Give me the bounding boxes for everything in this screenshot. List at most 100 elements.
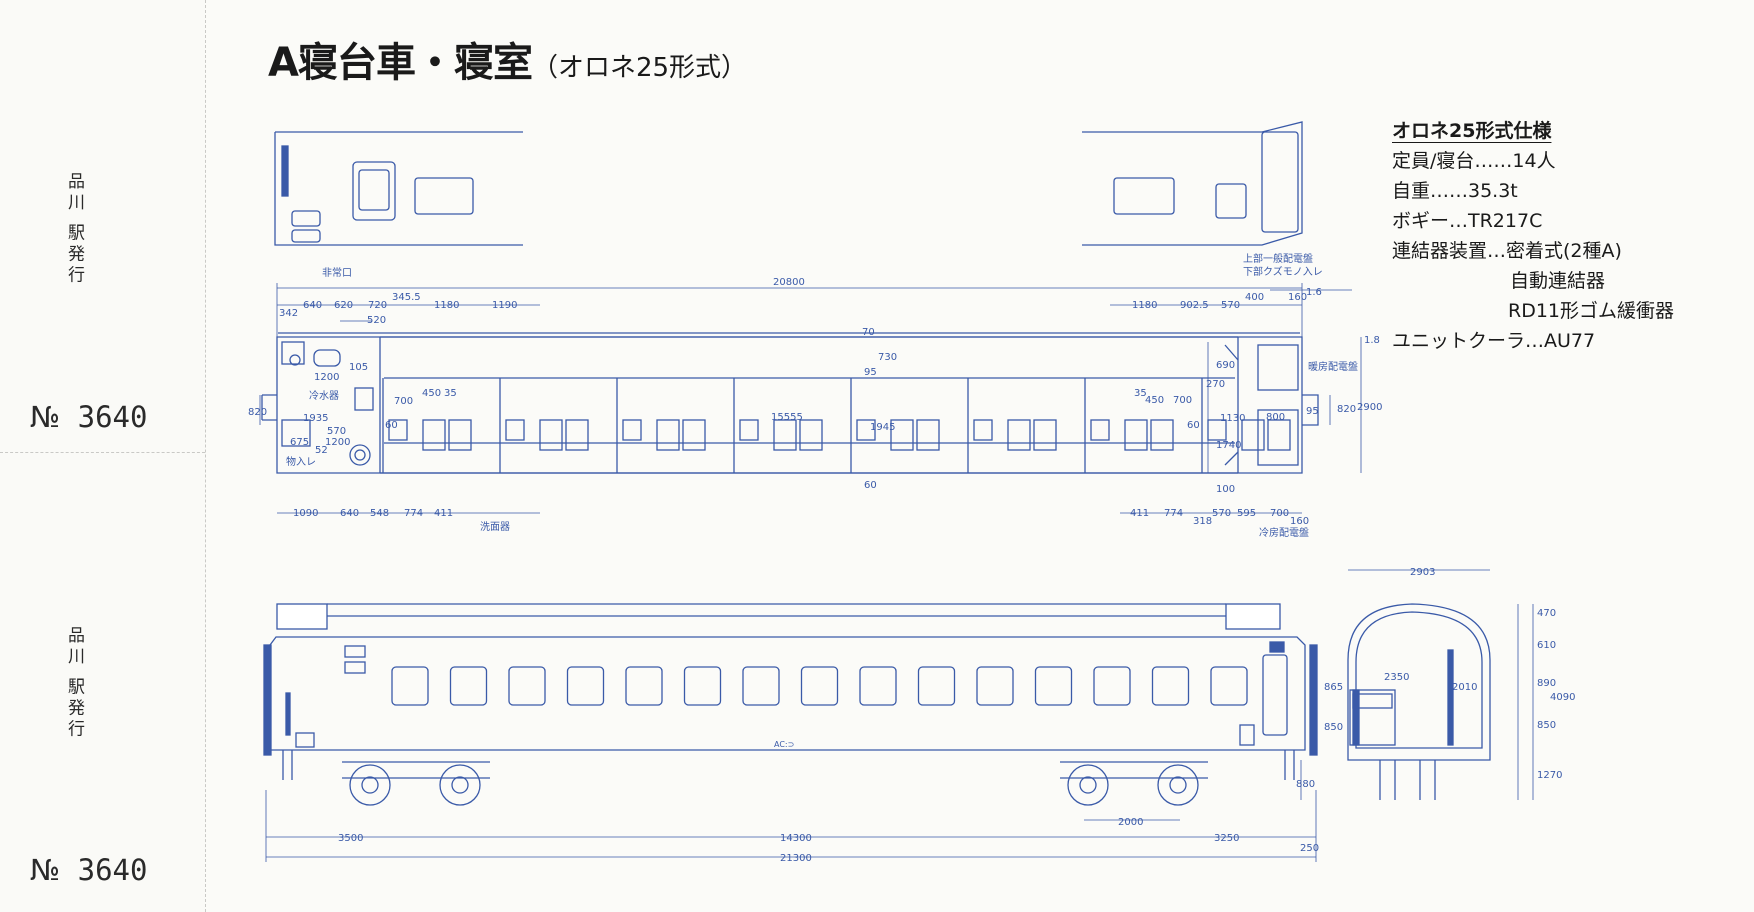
dim-label: 342 bbox=[279, 308, 298, 319]
room-table bbox=[856, 419, 876, 441]
bogie-wheel bbox=[1157, 764, 1199, 806]
window bbox=[742, 666, 780, 706]
dim-label: 318 bbox=[1193, 516, 1212, 527]
dim-overall: 20800 bbox=[773, 277, 805, 288]
dim-label: 60 bbox=[1187, 420, 1200, 431]
window bbox=[1210, 666, 1248, 706]
dim-label: 345.5 bbox=[392, 292, 421, 303]
serial-value: 3640 bbox=[77, 400, 148, 434]
dim-label: 3500 bbox=[338, 833, 363, 844]
dim-label: 548 bbox=[370, 508, 389, 519]
title-sub: （オロネ25形式） bbox=[531, 53, 748, 83]
serial-prefix: № bbox=[30, 400, 61, 434]
dim-label: 95 bbox=[1306, 406, 1319, 417]
spec-coupler-3: RD11形ゴム緩衝器 bbox=[1508, 300, 1675, 322]
room-seat bbox=[422, 419, 446, 451]
dim-label: 820 bbox=[248, 407, 267, 418]
window bbox=[859, 666, 897, 706]
dim-label: 2903 bbox=[1410, 567, 1435, 578]
dim-label: 270 bbox=[1206, 379, 1225, 390]
title-main: A寝台車・寝室 bbox=[268, 40, 533, 86]
bogie-hub bbox=[361, 776, 379, 794]
room-seat bbox=[773, 419, 797, 451]
room-table bbox=[1090, 419, 1110, 441]
side-elevation bbox=[263, 603, 1318, 806]
spec-bogie: ボギー…TR217C bbox=[1392, 210, 1543, 232]
room-seat bbox=[1124, 419, 1148, 451]
dim-label: 690 bbox=[1216, 360, 1235, 371]
label-heater-panel: 暖房配電盤 bbox=[1308, 360, 1358, 373]
room-seat bbox=[539, 419, 563, 451]
dim-label: 160 bbox=[1288, 292, 1307, 303]
dim-label: 411 bbox=[1130, 508, 1149, 519]
dim-label: 570 bbox=[1221, 300, 1240, 311]
label-water-cooler: 冷水器 bbox=[309, 389, 339, 402]
dim-label: 610 bbox=[1537, 640, 1556, 651]
spec-coupler-2: 自動連結器 bbox=[1510, 270, 1606, 292]
dim-label: 800 bbox=[1266, 412, 1285, 423]
dim-label: 70 bbox=[862, 327, 875, 338]
room-seat bbox=[916, 419, 940, 451]
dim-label: 850 bbox=[1537, 720, 1556, 731]
room-seat bbox=[565, 419, 589, 451]
dim-label: 21300 bbox=[780, 853, 812, 864]
window bbox=[976, 666, 1014, 706]
dim-label: 35 bbox=[1134, 388, 1147, 399]
room-table bbox=[739, 419, 759, 441]
spec-capacity: 定員/寝台……14人 bbox=[1392, 150, 1556, 172]
room-seat bbox=[1150, 419, 1174, 451]
label-washbasin: 洗面器 bbox=[480, 521, 510, 533]
room-table bbox=[505, 419, 525, 441]
dim-label: 2010 bbox=[1452, 682, 1477, 693]
dim-label: 52 bbox=[315, 445, 328, 456]
window bbox=[1151, 666, 1190, 706]
label-storage: 物入レ bbox=[286, 455, 316, 468]
serial-number-top: № 3640 bbox=[30, 400, 147, 434]
room-seat bbox=[890, 419, 914, 451]
spec-weight: 自重……35.3t bbox=[1392, 180, 1518, 202]
room-seat bbox=[1241, 419, 1265, 451]
end-elevation bbox=[1347, 569, 1534, 800]
dim-label: 411 bbox=[434, 508, 453, 519]
label-emergency-exit: 非常口 bbox=[322, 266, 352, 279]
dim-inner-length: 15555 bbox=[771, 412, 803, 423]
station-issue-top: 品川 駅発行 bbox=[64, 172, 84, 287]
dim-label: 1270 bbox=[1537, 770, 1562, 781]
label-lower-trash: 下部クズモノ入レ bbox=[1243, 265, 1323, 278]
room-seat bbox=[1267, 419, 1291, 451]
dim-label: 100 bbox=[1216, 484, 1235, 495]
serial-value: 3640 bbox=[77, 853, 148, 887]
dim-label: 60 bbox=[864, 480, 877, 491]
dim-label: 1090 bbox=[293, 508, 318, 519]
dim-label: 1740 bbox=[1216, 440, 1241, 451]
room-seat bbox=[1033, 419, 1057, 451]
serial-prefix: № bbox=[30, 853, 61, 887]
dim-label: 2350 bbox=[1384, 672, 1409, 683]
dim-label: 1180 bbox=[1132, 300, 1157, 311]
dim-lines-side bbox=[265, 760, 1317, 862]
dim-label: 570 bbox=[1212, 508, 1231, 519]
label-cooler-panel: 冷房配電盤 bbox=[1259, 526, 1309, 539]
dim-label: 880 bbox=[1296, 779, 1315, 790]
room-seat bbox=[656, 419, 680, 451]
bogie-wheel bbox=[349, 764, 391, 806]
dim-label: 774 bbox=[404, 508, 423, 519]
room-table bbox=[622, 419, 642, 441]
spec-cooler: ユニットクーラ…AU77 bbox=[1392, 330, 1596, 352]
dim-label: 400 bbox=[1245, 292, 1264, 303]
ticket-stub bbox=[0, 0, 205, 912]
dim-lines-top bbox=[259, 283, 1362, 514]
dim-label: 450 bbox=[1145, 395, 1164, 406]
bogie-frame bbox=[342, 761, 490, 779]
spec-panel: オロネ25形式仕様 定員/寝台……14人 自重……35.3t ボギー…TR217… bbox=[1392, 116, 1674, 356]
window bbox=[449, 666, 488, 706]
room-table bbox=[388, 419, 408, 441]
perforation-line bbox=[205, 0, 206, 912]
dim-label: 730 bbox=[878, 352, 897, 363]
dim-label: 720 bbox=[368, 300, 387, 311]
dim-label: 14300 bbox=[780, 833, 812, 844]
dim-label: 1180 bbox=[434, 300, 459, 311]
dim-label: 1200 bbox=[325, 437, 350, 448]
dim-label: 595 bbox=[1237, 508, 1256, 519]
